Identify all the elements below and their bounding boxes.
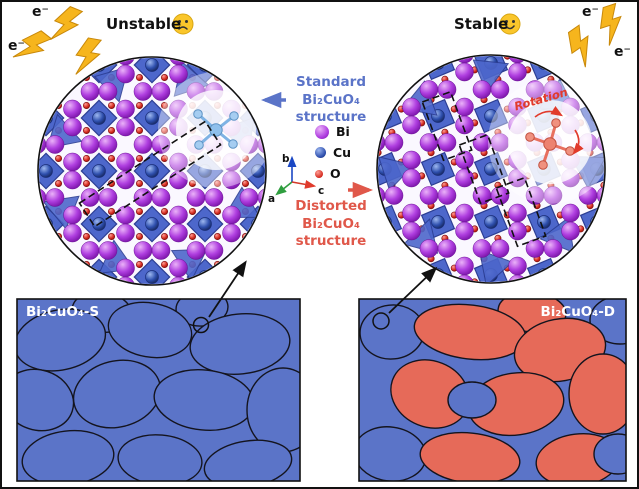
bi-atom-icon xyxy=(315,124,329,139)
lightning-bolt-icon xyxy=(560,24,603,70)
lightning-bolt-icon xyxy=(594,2,629,47)
happy-face-icon xyxy=(499,13,521,35)
axis-triad: b a c xyxy=(268,153,324,205)
distorted-molecule-icon xyxy=(488,80,604,204)
electron-label: e⁻ xyxy=(614,44,631,60)
legend-label: Bi xyxy=(336,124,350,139)
grain-zoom-marker xyxy=(192,316,210,334)
unstable-label: Unstable xyxy=(106,15,182,33)
distorted-panel-label: Bi₂CuO₄-D xyxy=(540,304,615,320)
legend-item-o: O xyxy=(315,166,351,181)
sad-face-icon xyxy=(172,13,194,35)
standard-molecule-icon xyxy=(158,72,265,188)
rotation-arrow-icon xyxy=(572,129,584,155)
grain-map-standard xyxy=(17,299,300,481)
distorted-structure-title: Distorted Bi₂CuO₄ structure xyxy=(295,198,367,250)
axis-c-label: c xyxy=(318,185,324,197)
legend-label: Cu xyxy=(333,145,352,160)
grain-map-standard-border xyxy=(16,298,301,482)
distorted-circle-outline xyxy=(376,54,606,284)
lightning-bolt-icon xyxy=(47,2,84,48)
grain-map-distorted-border xyxy=(358,298,627,482)
legend: Bi Cu O xyxy=(315,124,351,181)
distorted-dashed-boxes xyxy=(421,90,547,248)
grain-map-distorted xyxy=(359,299,626,481)
rotation-arrow-icon xyxy=(534,105,564,118)
unit-highlight-dashed-box xyxy=(78,120,222,228)
axis-a-label: a xyxy=(268,193,275,205)
standard-panel-label: Bi₂CuO₄-S xyxy=(26,304,100,320)
stable-label: Stable xyxy=(454,15,509,33)
axis-b-label: b xyxy=(282,153,290,165)
legend-item-cu: Cu xyxy=(315,145,351,160)
cu-atom-icon xyxy=(315,147,326,158)
electron-label: e⁻ xyxy=(32,4,49,20)
standard-circle-outline xyxy=(37,56,267,286)
legend-label: O xyxy=(330,166,341,181)
standard-structure-title: Standard Bi₂CuO₄ structure xyxy=(295,74,367,126)
distorted-panel-arrow xyxy=(388,266,438,314)
electron-label: e⁻ xyxy=(8,38,25,54)
o-atom-icon xyxy=(315,169,323,178)
grain-zoom-marker xyxy=(372,312,390,330)
legend-item-bi: Bi xyxy=(315,124,351,139)
standard-panel-arrow xyxy=(208,260,247,318)
electron-label: e⁻ xyxy=(582,4,599,20)
